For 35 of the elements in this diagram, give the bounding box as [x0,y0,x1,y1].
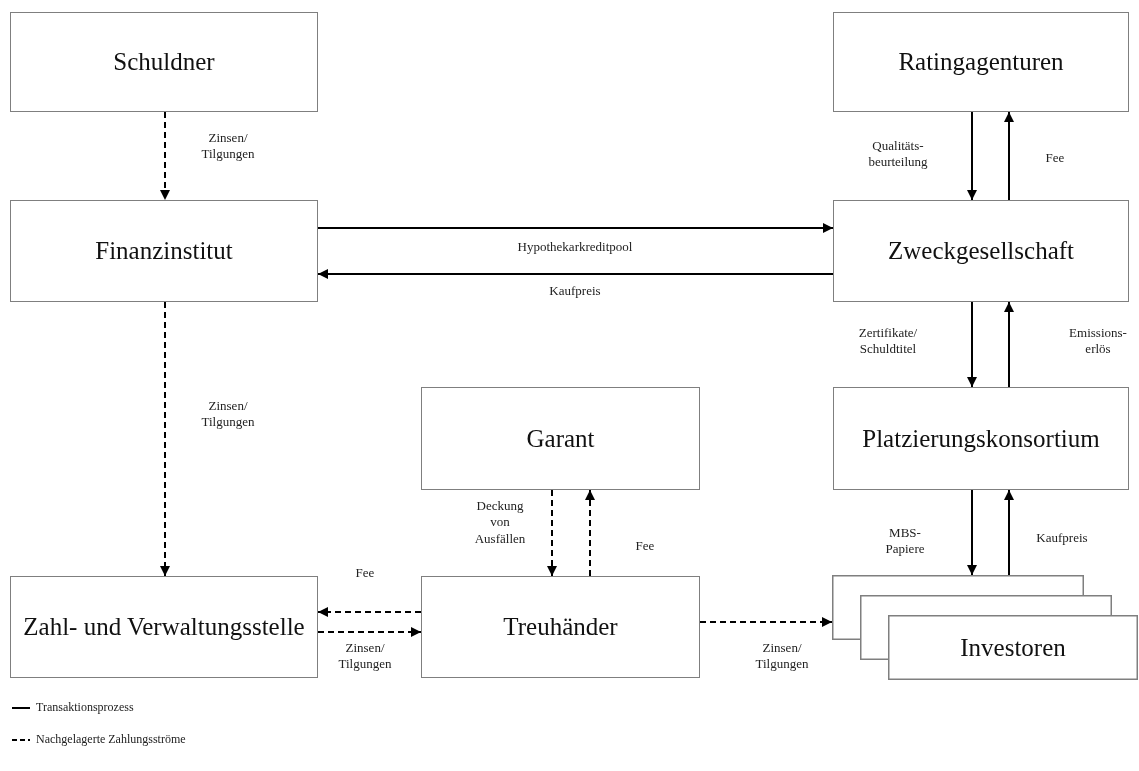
entity-name: Treuhänder [503,612,618,642]
card-stack [832,575,1139,681]
entity-name: Zahl- und Verwaltungsstelle [23,612,305,642]
legend-text: Nachgelagerte Zahlungsströme [36,732,186,747]
entity-name: Garant [526,423,595,454]
arrow [967,489,977,576]
arrow [547,489,557,577]
arrow [1004,301,1014,388]
arrow [317,627,422,637]
arrow [699,617,833,627]
entity-name: Zweckgesellschaft [888,236,1074,266]
entity-box [421,387,700,490]
arrow [967,301,977,388]
arrow [317,223,834,233]
arrow [1004,489,1014,576]
entity-box [10,576,318,678]
arrow [317,607,422,617]
entity-box [833,387,1129,490]
entity-box [833,12,1129,112]
entity-name: Investoren [960,632,1066,663]
entity-box [10,12,318,112]
arrow [317,269,834,279]
arrow [1004,111,1014,201]
arrow [585,489,595,577]
entity-box [421,576,700,678]
arrow [160,111,170,201]
entity-name: Ratingagenturen [898,47,1064,77]
entity-box [833,200,1129,302]
entity-name: Finanzinstitut [95,236,233,266]
arrow [967,111,977,201]
arrow [160,301,170,577]
legend-text: Transaktionsprozess [36,700,134,715]
entity-name: Schuldner [113,47,215,77]
entity-box [10,200,318,302]
entity-name: Platzierungskonsortium [862,423,1100,454]
